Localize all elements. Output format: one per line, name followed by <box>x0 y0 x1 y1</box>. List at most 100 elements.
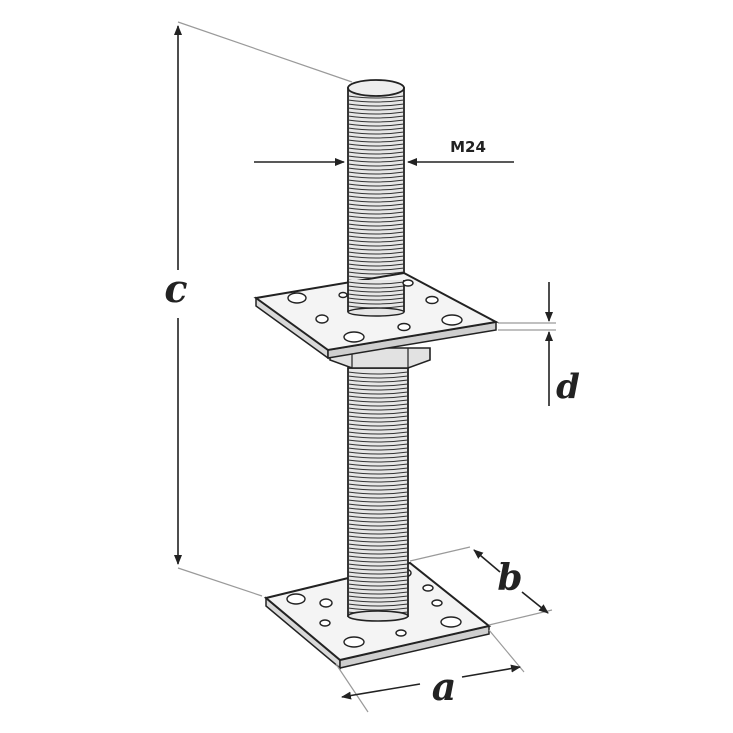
thread-line <box>347 191 405 195</box>
thread-line <box>347 263 405 267</box>
thread-line <box>347 507 409 511</box>
thread-line <box>347 491 409 495</box>
thread-line <box>347 431 409 435</box>
thread-line <box>347 115 405 119</box>
thread-line <box>347 163 405 167</box>
thread-line <box>347 267 405 271</box>
thread-line <box>347 411 409 415</box>
thread-line <box>347 289 405 293</box>
thread-line <box>347 475 409 479</box>
thread-line <box>347 179 405 183</box>
thread-line <box>347 479 409 483</box>
thread-line <box>347 559 409 563</box>
thread-line <box>347 271 405 275</box>
thread-line <box>347 187 405 191</box>
label-d: d <box>556 367 580 407</box>
thread-line <box>347 395 409 399</box>
dimension-d: d <box>498 282 580 407</box>
thread-line <box>347 523 409 527</box>
thread-line <box>347 579 409 583</box>
thread-line <box>347 207 405 211</box>
thread-line <box>347 175 405 179</box>
dimension-b: b <box>409 546 553 626</box>
thread-line <box>347 379 409 383</box>
thread-line <box>347 443 409 447</box>
thread-line <box>347 135 405 139</box>
thread-line <box>347 575 409 579</box>
thread-line <box>347 599 409 603</box>
thread-line <box>347 99 405 103</box>
thread-line <box>347 251 405 255</box>
thread-line <box>347 459 409 463</box>
thread-line <box>347 467 409 471</box>
thread-line <box>347 583 409 587</box>
thread-line <box>347 435 409 439</box>
thread-line <box>347 391 409 395</box>
thread-line <box>347 111 405 115</box>
label-b: b <box>497 557 522 599</box>
thread-line <box>347 463 409 467</box>
label-a: a <box>432 664 457 709</box>
thread-line <box>347 407 409 411</box>
thread-line <box>347 515 409 519</box>
thread-line <box>347 131 405 135</box>
thread-line <box>347 571 409 575</box>
thread-line <box>347 503 409 507</box>
thread-line <box>347 199 405 203</box>
thread-line <box>347 211 405 215</box>
thread-line <box>347 285 405 289</box>
thread-line <box>347 167 405 171</box>
thread-line <box>347 255 405 259</box>
thread-line <box>347 203 405 207</box>
thread-line <box>347 439 409 443</box>
top-plate <box>253 271 500 360</box>
thread-line <box>347 195 405 199</box>
thread-line <box>347 95 405 99</box>
thread-line <box>347 427 409 431</box>
thread-line <box>347 223 405 227</box>
thread-line <box>347 591 409 595</box>
thread-line <box>347 247 405 251</box>
thread-line <box>347 547 409 551</box>
thread-line <box>347 227 405 231</box>
thread-line <box>347 243 405 247</box>
dimension-thread: M24 <box>254 138 514 166</box>
thread-line <box>347 511 409 515</box>
thread-line <box>347 171 405 175</box>
thread-line <box>347 371 409 375</box>
thread-line <box>347 607 409 611</box>
thread-line <box>347 603 409 607</box>
thread-line <box>347 499 409 503</box>
thread-line <box>347 231 405 235</box>
thread-line <box>347 259 405 263</box>
thread-line <box>347 219 405 223</box>
thread-line <box>347 159 405 163</box>
thread-line <box>347 143 405 147</box>
thread-line <box>347 563 409 567</box>
label-thread: M24 <box>450 138 486 156</box>
thread-line <box>347 399 409 403</box>
thread-line <box>347 281 405 285</box>
thread-line <box>347 471 409 475</box>
thread-line <box>347 587 409 591</box>
thread-line <box>347 543 409 547</box>
thread-line <box>347 419 409 423</box>
thread-line <box>347 123 405 127</box>
thread-line <box>347 447 409 451</box>
thread-line <box>347 595 409 599</box>
thread-line <box>347 215 405 219</box>
thread-line <box>347 567 409 571</box>
thread-line <box>347 119 405 123</box>
dimension-a: a <box>335 629 525 713</box>
thread-line <box>347 551 409 555</box>
thread-line <box>347 375 409 379</box>
thread-line <box>347 487 409 491</box>
thread-line <box>347 403 409 407</box>
thread-line <box>347 103 405 107</box>
thread-line <box>347 495 409 499</box>
thread-line <box>347 151 405 155</box>
thread-line <box>347 423 409 427</box>
thread-line <box>347 455 409 459</box>
thread-line <box>347 301 405 305</box>
